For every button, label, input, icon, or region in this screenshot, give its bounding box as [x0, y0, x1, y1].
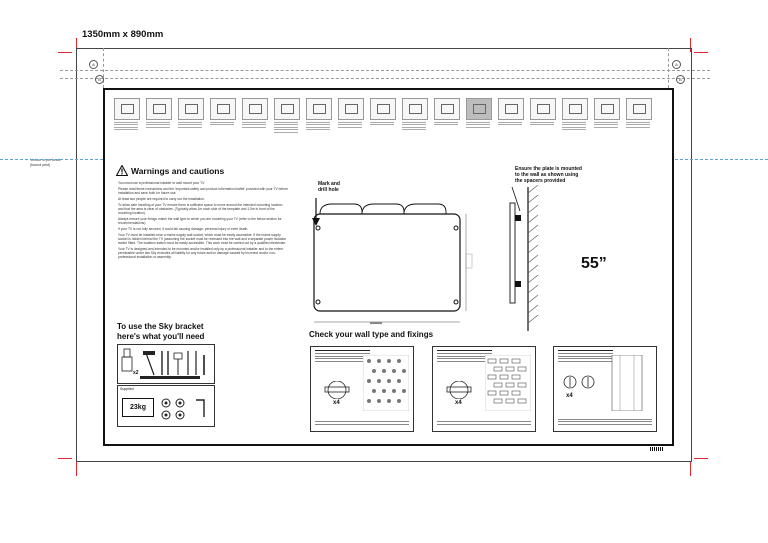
tools-illustration — [121, 348, 205, 379]
step-illustration — [530, 98, 556, 127]
warning-item: At least two people are required to carr… — [118, 196, 205, 201]
step-illustration — [242, 98, 268, 129]
side-profile-diagram — [509, 185, 539, 331]
fixings-illustration — [161, 398, 205, 420]
tv-size-label: 55” — [581, 255, 607, 272]
warning-item: Your TV is designed and intended to be m… — [118, 246, 284, 260]
barcode — [650, 447, 664, 451]
wall-type-box: x4 — [553, 346, 657, 432]
step-illustration — [434, 98, 460, 127]
step-illustration — [626, 98, 652, 129]
warning-item: To allow safe handling of your TV ensure… — [118, 202, 283, 215]
document-size-label: 1350mm x 890mm — [82, 29, 164, 40]
step-illustration — [594, 98, 620, 129]
perforation-note: Vendor to perforate (bound print) — [30, 158, 61, 167]
weight-badge: 23kg — [122, 398, 154, 417]
step-illustration — [306, 98, 332, 132]
print-boundary — [76, 48, 692, 462]
guide-line — [60, 70, 710, 71]
step-illustration — [114, 98, 140, 132]
step-illustration — [210, 98, 236, 127]
guide-line — [668, 48, 669, 88]
warning-item: You must use a professional installer to… — [118, 181, 205, 185]
warning-item: Always ensure your fixings match the wal… — [118, 216, 282, 225]
step-illustration — [466, 98, 492, 129]
step-illustration — [146, 98, 172, 129]
guide-line — [103, 48, 104, 88]
warnings-list: You must use a professional installer to… — [118, 181, 288, 261]
warning-item: Please read these instructions and the '… — [118, 186, 288, 195]
step-illustration — [370, 98, 396, 127]
warnings-title: Warnings and cautions — [131, 166, 225, 176]
registration-mark: A — [672, 60, 681, 69]
step-illustration — [402, 98, 428, 132]
supplied-label: Supplied — [120, 387, 134, 391]
tools-quantity: x2 — [133, 370, 139, 376]
step-illustration — [338, 98, 364, 129]
supplied-box — [117, 385, 215, 427]
ensure-plate-label: Ensure the plate is mounted to the wall … — [515, 166, 582, 184]
registration-mark: B — [95, 75, 104, 84]
mark-drill-label: Mark and drill hole — [318, 181, 340, 193]
wall-type-box: x4 — [432, 346, 536, 432]
tv-template-diagram — [312, 198, 473, 324]
tools-box — [117, 344, 215, 384]
warning-item: If your TV is not fully secured, it coul… — [118, 226, 249, 231]
warning-icon — [116, 165, 128, 176]
registration-mark: B — [676, 75, 685, 84]
step-illustration — [498, 98, 524, 127]
warning-item: Your TV must be installed near a mains s… — [118, 232, 287, 245]
wall-type-title: Check your wall type and fixings — [309, 330, 434, 339]
bracket-title: To use the Sky bracket here's what you'l… — [117, 322, 205, 341]
step-illustration — [178, 98, 204, 129]
wall-type-box: x4 — [310, 346, 414, 432]
step-illustration — [274, 98, 300, 134]
step-illustration — [562, 98, 588, 132]
guide-line — [60, 78, 710, 79]
instruction-steps — [114, 98, 659, 158]
registration-mark: A — [89, 60, 98, 69]
